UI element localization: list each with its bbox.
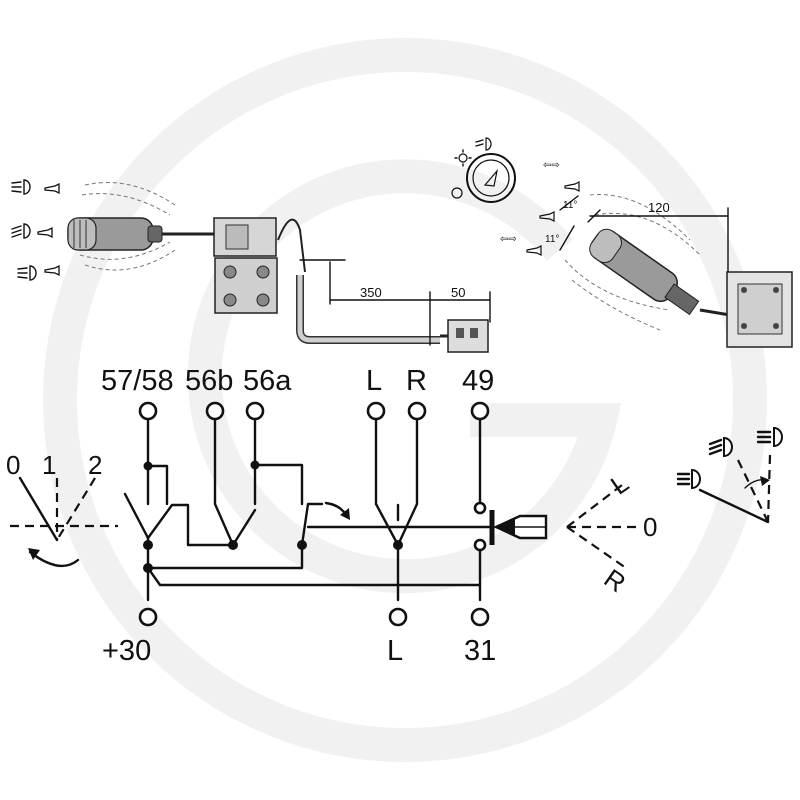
terminal-labels: 57/58 56b 56a L R 49 +30 L 31 [101, 365, 496, 667]
headlight-icon [676, 468, 701, 490]
angle-upper: 11° [563, 200, 577, 211]
dipped-beam-icon [11, 223, 31, 239]
terminal-49 [470, 401, 490, 421]
headlight-icon [17, 265, 37, 281]
dimension-lever-length: 120 [648, 200, 670, 215]
beam-selector [676, 426, 783, 524]
switch-assembly-drawing: 350 50 [67, 182, 491, 353]
horn-icon [44, 182, 60, 195]
terminal-56b [205, 401, 225, 421]
terminal-L-bottom [388, 607, 408, 627]
terminal-circles [138, 401, 490, 627]
terminal-R [407, 401, 427, 421]
horn-icon [44, 264, 60, 277]
dipped-beam-icon [475, 137, 492, 151]
label-57-58: 57/58 [101, 365, 174, 397]
position-1-label: 1 [42, 450, 56, 480]
sun-icon [454, 149, 472, 167]
label-L-top: L [366, 365, 382, 397]
label-L-bottom: L [387, 635, 403, 667]
label-56b: 56b [185, 365, 233, 397]
indicator-off-label: 0 [643, 512, 657, 542]
horn-icon [539, 211, 555, 222]
label-49: 49 [462, 365, 494, 397]
position-0-label: 0 [6, 450, 20, 480]
position-2-label: 2 [88, 450, 102, 480]
terminal-31 [470, 607, 490, 627]
headlight-icon [756, 426, 783, 448]
light-switch-positions: 0 1 2 [6, 450, 118, 568]
headlight-icon [11, 179, 31, 195]
lever-function-icons-left [11, 179, 60, 281]
indicator-arrows-icon: ⇦⇨ ⇦⇨ [500, 160, 560, 245]
wiring-schematic [123, 418, 548, 602]
horn-icon [526, 245, 542, 256]
angle-lower: 11° [545, 234, 559, 245]
horn-icon [564, 181, 580, 192]
dimension-plug-length: 50 [451, 285, 465, 300]
terminal-56a [245, 401, 265, 421]
svg-text:⇦⇨: ⇦⇨ [543, 160, 560, 171]
watermark-logo [43, 38, 767, 762]
label-56a: 56a [243, 365, 292, 397]
label-R: R [406, 365, 427, 397]
lever-assembly-drawing: ⇦⇨ ⇦⇨ 120 11° 1 [451, 137, 793, 348]
horn-icon [451, 187, 463, 199]
dipped-beam-icon [708, 436, 733, 458]
label-30: +30 [102, 635, 151, 667]
horn-icon [37, 226, 53, 239]
terminal-57-58 [138, 401, 158, 421]
horn-gauge-icon [466, 153, 516, 203]
svg-text:⇦⇨: ⇦⇨ [500, 234, 517, 245]
terminal-L-top [366, 401, 386, 421]
dimension-cable-length: 350 [360, 285, 382, 300]
label-31: 31 [464, 635, 496, 667]
indicator-right-label: R [599, 563, 632, 598]
terminal-30 [138, 607, 158, 627]
